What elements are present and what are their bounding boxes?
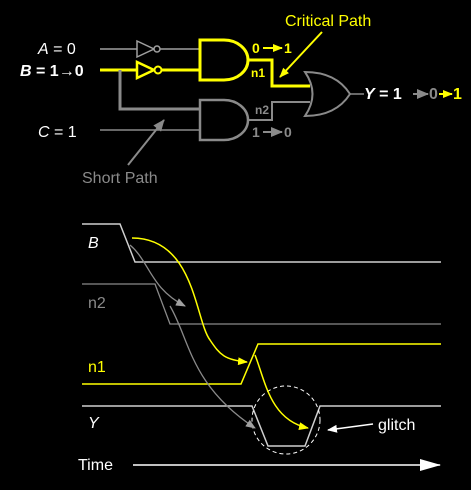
causality-arrow-n1-to-y	[254, 354, 309, 431]
n1-transition: 0 1	[252, 40, 292, 56]
waveform-b	[82, 223, 441, 263]
waveform-y	[82, 405, 441, 447]
signal-label-n1: n1	[88, 359, 106, 376]
input-c-label: C = 1	[38, 124, 77, 141]
svg-text:1: 1	[453, 86, 462, 103]
svg-text:0: 0	[284, 124, 292, 140]
and-gate-2	[198, 98, 250, 142]
critical-path-label: Critical Path	[285, 13, 371, 30]
n2-transition: 1 0	[252, 124, 292, 140]
causality-arrow-n2-to-y	[169, 305, 256, 429]
or-gate	[303, 70, 352, 118]
signal-label-y: Y	[88, 415, 100, 432]
waveform-n2	[82, 283, 441, 325]
n2-label: n2	[255, 103, 269, 117]
signal-label-b: B	[88, 235, 99, 252]
input-a-label: A = 0	[37, 41, 76, 58]
output-y-label: Y = 1 0 1	[364, 86, 462, 103]
inverter-a	[100, 39, 200, 59]
glitch-label: glitch	[378, 417, 415, 434]
circuit-schematic: A = 0 B = 1→0 C = 1	[20, 13, 462, 187]
short-path-wire	[118, 70, 200, 111]
svg-text:1: 1	[252, 124, 260, 140]
causality-arrow-b-to-n2	[129, 244, 186, 307]
short-path-label: Short Path	[82, 170, 158, 187]
time-label: Time	[78, 457, 113, 474]
causality-arrow-b-to-n1	[131, 237, 248, 366]
svg-text:Y = 1: Y = 1	[364, 86, 402, 103]
signal-label-n2: n2	[88, 295, 106, 312]
svg-text:1: 1	[284, 40, 292, 56]
svg-text:0: 0	[252, 40, 260, 56]
and-gate-1	[198, 38, 250, 82]
waveform-n1	[82, 343, 441, 385]
input-b-label: B = 1→0	[20, 63, 84, 80]
n2-wire	[248, 101, 310, 121]
glitch-circle	[251, 385, 321, 455]
n1-label: n1	[251, 66, 265, 80]
timing-diagram: B n2 n1 Y glitch Time	[78, 223, 441, 474]
svg-text:0: 0	[429, 86, 438, 103]
